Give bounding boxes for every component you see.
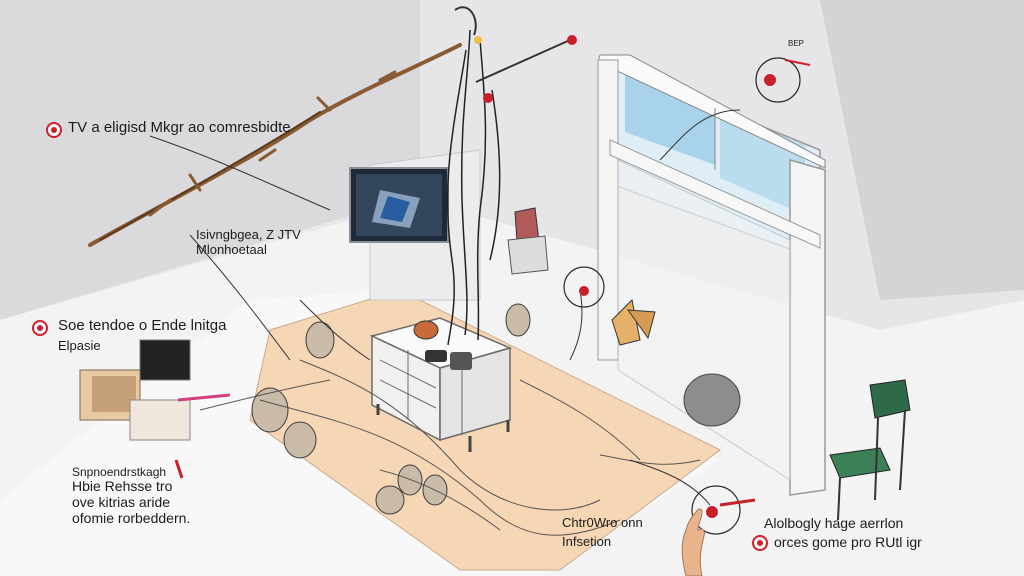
hand-icon — [681, 508, 705, 576]
ceiling-branch — [88, 43, 462, 247]
corner-shadow — [820, 0, 1024, 300]
chair-icon — [829, 379, 911, 521]
sketch-chairs — [251, 303, 531, 515]
label-viewing-height: Isivngbgea, Z JTV Mlonhoetaal — [196, 227, 301, 257]
label-small-tag: BEP — [788, 39, 805, 48]
label-cable-inspection: Chtr0Wro onn Infsetion — [562, 515, 643, 549]
marker-icon — [32, 320, 48, 336]
tv-cabinet — [369, 317, 513, 452]
hanging-cables — [446, 29, 571, 346]
leader-lines — [149, 109, 741, 506]
label-arrangement: Snpnoendrstkagh Hbie Rehsse tro ove kitr… — [72, 465, 191, 526]
marker-icon — [46, 122, 62, 138]
label-tv-mount: TV a eligisd Mkgr ao comresbidte — [68, 119, 291, 136]
marker-icon — [752, 535, 768, 551]
tv-icon — [349, 167, 449, 243]
callout-circles — [563, 57, 801, 535]
left-wall — [0, 0, 420, 320]
small-monitor — [139, 339, 191, 381]
label-seating: Soe tendoe o Ende lnitga Elpasie — [58, 317, 227, 353]
floor-cables — [199, 359, 701, 536]
label-ambient-light: Alolbogly hage aerrlon orces gome pro RU… — [764, 515, 922, 550]
window-icon — [597, 54, 826, 496]
